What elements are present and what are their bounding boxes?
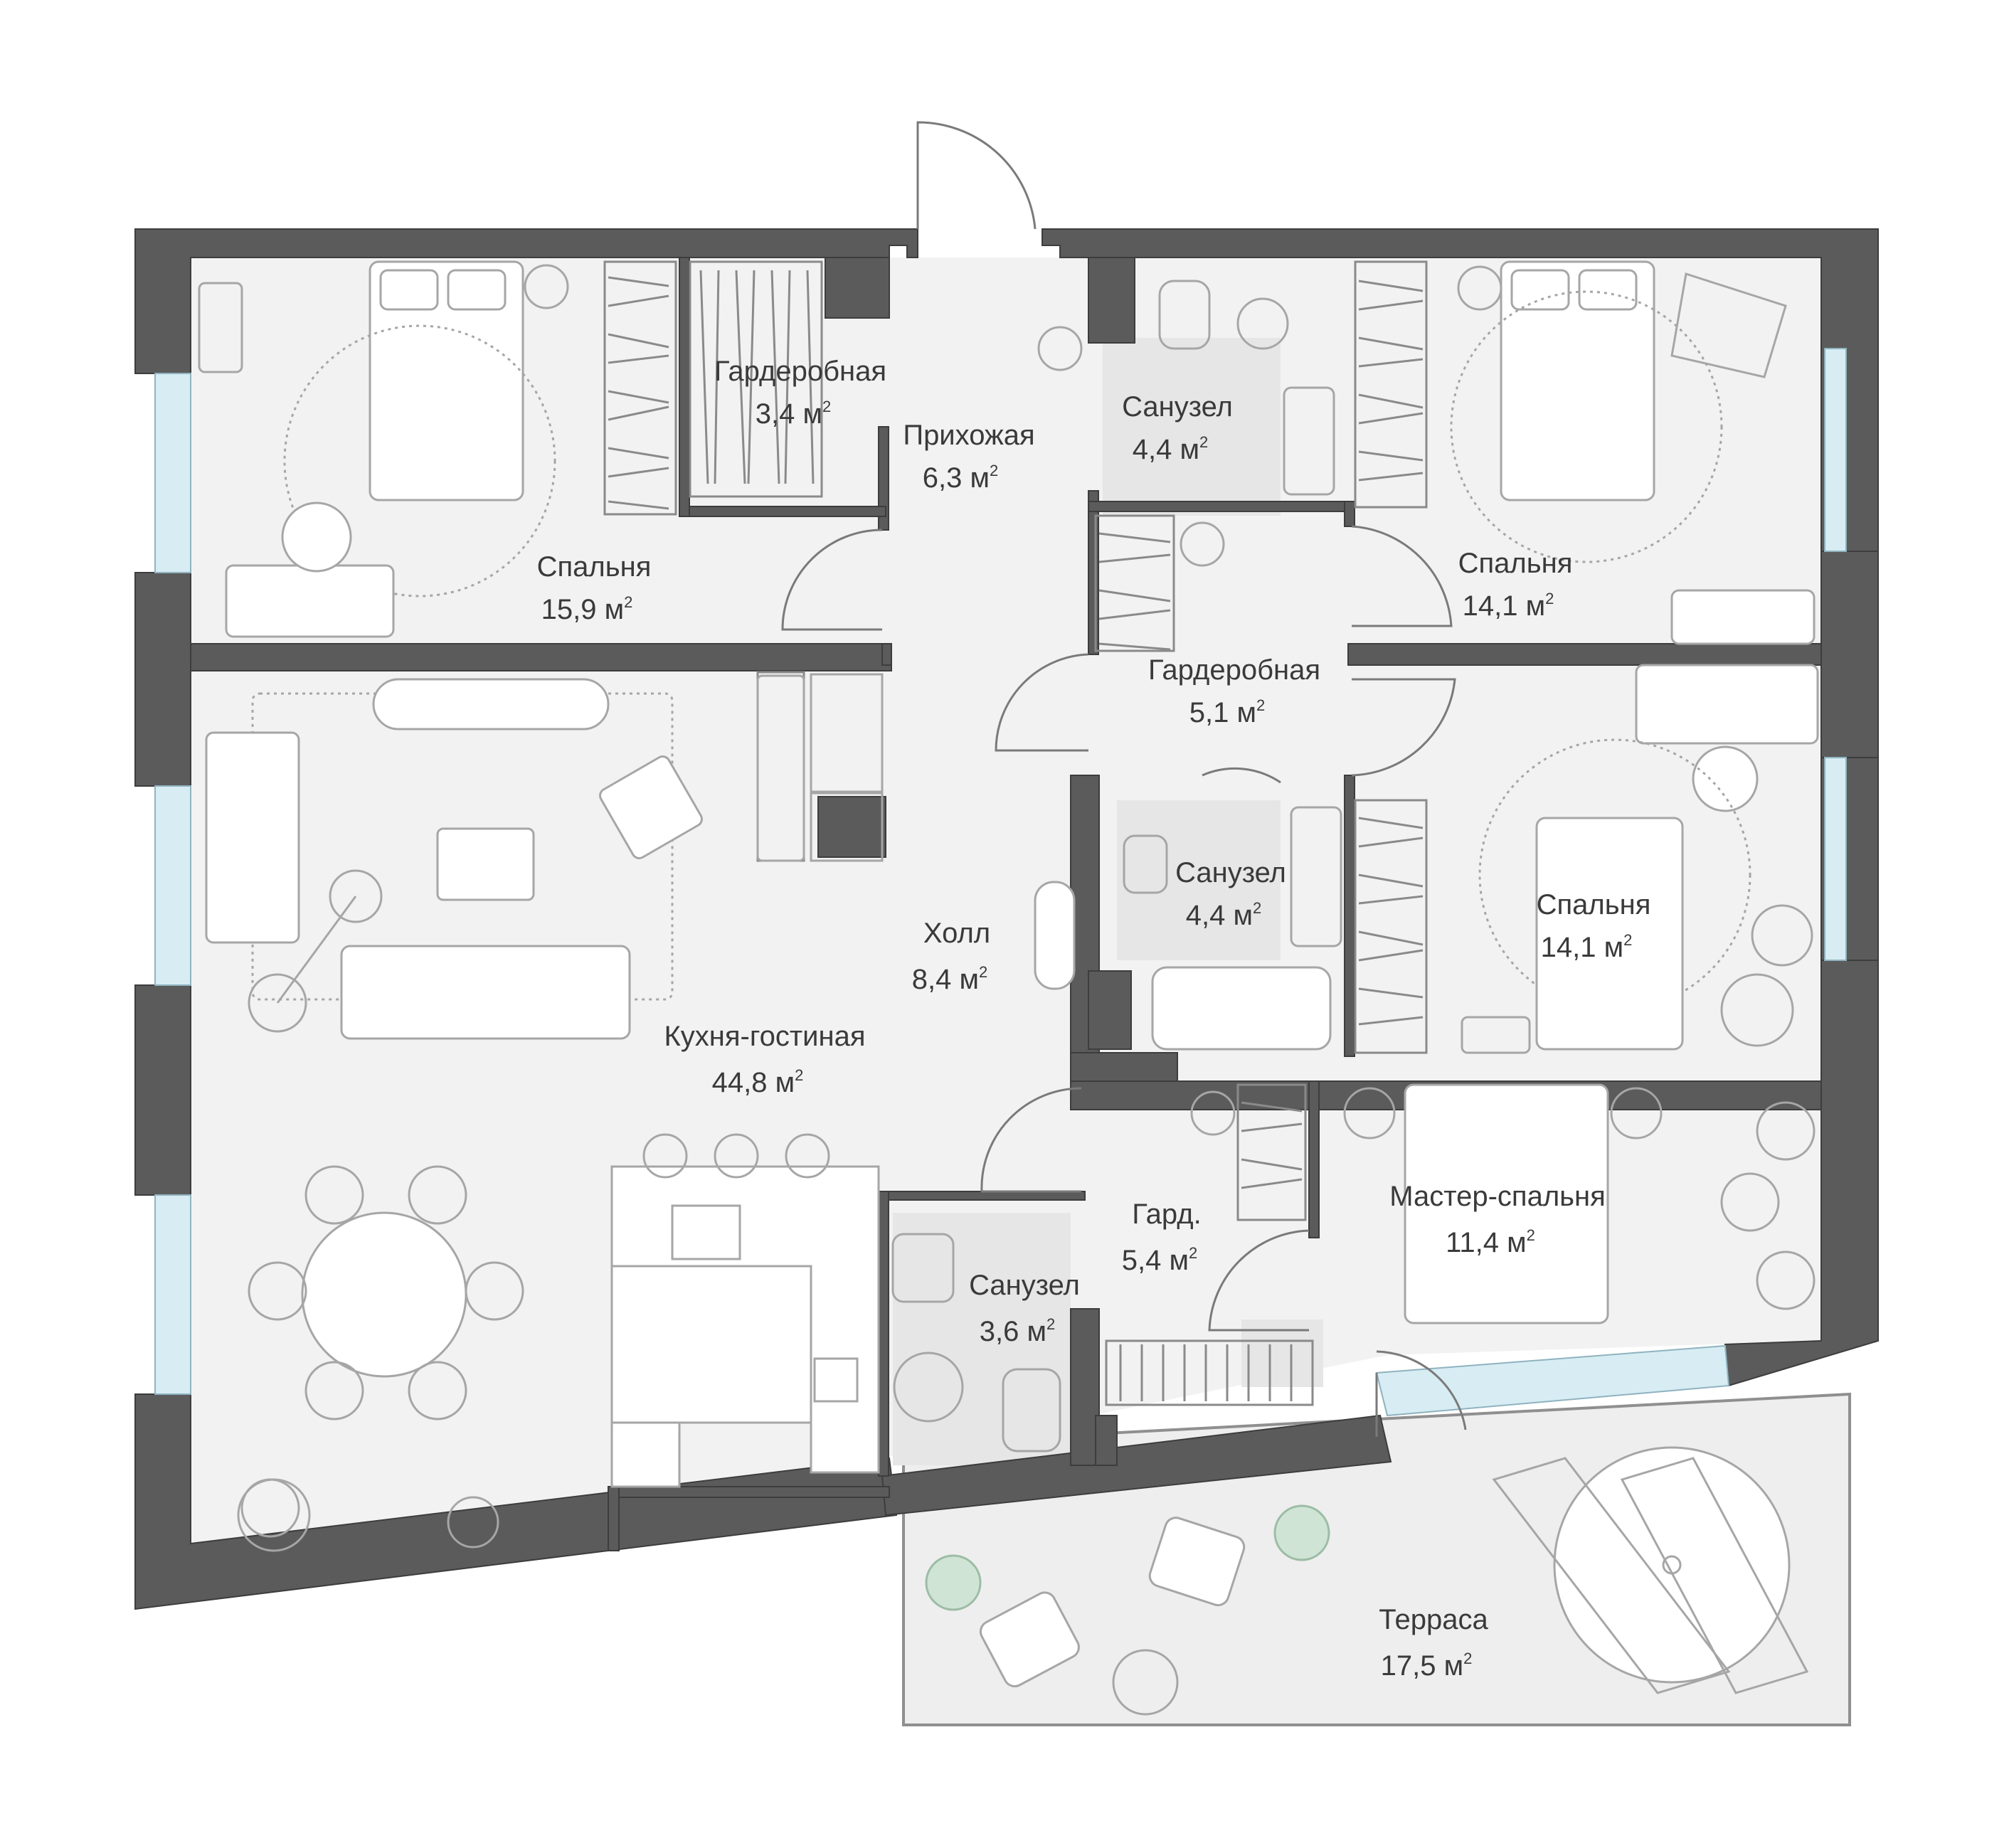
svg-text:Спальня: Спальня bbox=[1458, 548, 1573, 579]
room-label-closet: Гард. 5,4 м2 bbox=[1122, 1199, 1202, 1276]
bed bbox=[369, 260, 524, 501]
wardrobes bbox=[603, 260, 1428, 1406]
window bbox=[154, 785, 191, 986]
svg-text:44,8 м2: 44,8 м2 bbox=[712, 1066, 804, 1098]
svg-text:3,6 м2: 3,6 м2 bbox=[980, 1315, 1055, 1347]
svg-text:5,4 м2: 5,4 м2 bbox=[1122, 1244, 1197, 1276]
room-label-bedroom-2: Спальня 14,1 м2 bbox=[1458, 548, 1573, 622]
bed bbox=[1535, 817, 1684, 1051]
entrance-door bbox=[916, 121, 1037, 230]
svg-text:17,5 м2: 17,5 м2 bbox=[1381, 1650, 1473, 1682]
svg-text:3,4 м2: 3,4 м2 bbox=[756, 398, 831, 430]
dining-table bbox=[301, 1211, 467, 1378]
room-label-bathroom-2: Санузел 4,4 м2 bbox=[1175, 857, 1286, 931]
svg-text:11,4 м2: 11,4 м2 bbox=[1446, 1226, 1535, 1258]
terrace-window bbox=[1375, 1344, 1730, 1417]
room-labels: Спальня 15,9 м2 Гардеробная 3,4 м2 Прихо… bbox=[537, 356, 1651, 1682]
room-label-wardrobe-2: Гардеробная 5,1 м2 bbox=[1148, 654, 1320, 728]
doors bbox=[781, 121, 1467, 1437]
bed bbox=[1500, 260, 1655, 501]
svg-text:6,3 м2: 6,3 м2 bbox=[923, 462, 998, 494]
svg-text:4,4 м2: 4,4 м2 bbox=[1186, 899, 1261, 931]
window bbox=[1824, 348, 1847, 552]
svg-text:Терраса: Терраса bbox=[1379, 1604, 1488, 1635]
svg-text:Мастер-спальня: Мастер-спальня bbox=[1389, 1181, 1606, 1212]
svg-text:Холл: Холл bbox=[923, 918, 990, 949]
svg-text:14,1 м2: 14,1 м2 bbox=[1463, 590, 1554, 622]
window bbox=[154, 1194, 191, 1395]
svg-text:Санузел: Санузел bbox=[1175, 857, 1286, 888]
room-label-kitchen-living: Кухня-гостиная 44,8 м2 bbox=[664, 1021, 866, 1098]
svg-text:Прихожая: Прихожая bbox=[903, 420, 1034, 451]
svg-text:Спальня: Спальня bbox=[537, 551, 652, 583]
room-label-bathroom-1: Санузел 4,4 м2 bbox=[1122, 391, 1233, 465]
svg-text:Гардеробная: Гардеробная bbox=[1148, 654, 1320, 686]
svg-text:Гардеробная: Гардеробная bbox=[714, 356, 886, 387]
svg-text:Санузел: Санузел bbox=[969, 1270, 1080, 1301]
room-label-bathroom-3: Санузел 3,6 м2 bbox=[969, 1270, 1080, 1347]
svg-text:4,4 м2: 4,4 м2 bbox=[1133, 433, 1208, 465]
svg-text:14,1 м2: 14,1 м2 bbox=[1541, 931, 1633, 963]
room-label-entry-hall: Прихожая 6,3 м2 bbox=[903, 420, 1034, 494]
window bbox=[154, 373, 191, 573]
room-label-terrace: Терраса 17,5 м2 bbox=[1379, 1604, 1488, 1682]
room-label-bedroom-1: Спальня 15,9 м2 bbox=[537, 551, 652, 625]
svg-text:5,1 м2: 5,1 м2 bbox=[1189, 696, 1265, 728]
svg-text:Спальня: Спальня bbox=[1537, 889, 1651, 920]
windows bbox=[154, 348, 1847, 1417]
room-label-hall: Холл 8,4 м2 bbox=[912, 918, 990, 995]
svg-text:Кухня-гостиная: Кухня-гостиная bbox=[664, 1021, 866, 1052]
furniture bbox=[198, 260, 1819, 1716]
window bbox=[1824, 757, 1847, 961]
svg-text:8,4 м2: 8,4 м2 bbox=[912, 963, 987, 995]
svg-text:15,9 м2: 15,9 м2 bbox=[541, 593, 633, 625]
room-label-bedroom-3: Спальня 14,1 м2 bbox=[1537, 889, 1651, 963]
bed bbox=[1404, 1083, 1609, 1324]
room-label-wardrobe-1: Гардеробная 3,4 м2 bbox=[714, 356, 886, 430]
svg-text:Гард.: Гард. bbox=[1132, 1199, 1201, 1230]
svg-text:Санузел: Санузел bbox=[1122, 391, 1233, 423]
room-label-master-bedroom: Мастер-спальня 11,4 м2 bbox=[1389, 1181, 1606, 1258]
